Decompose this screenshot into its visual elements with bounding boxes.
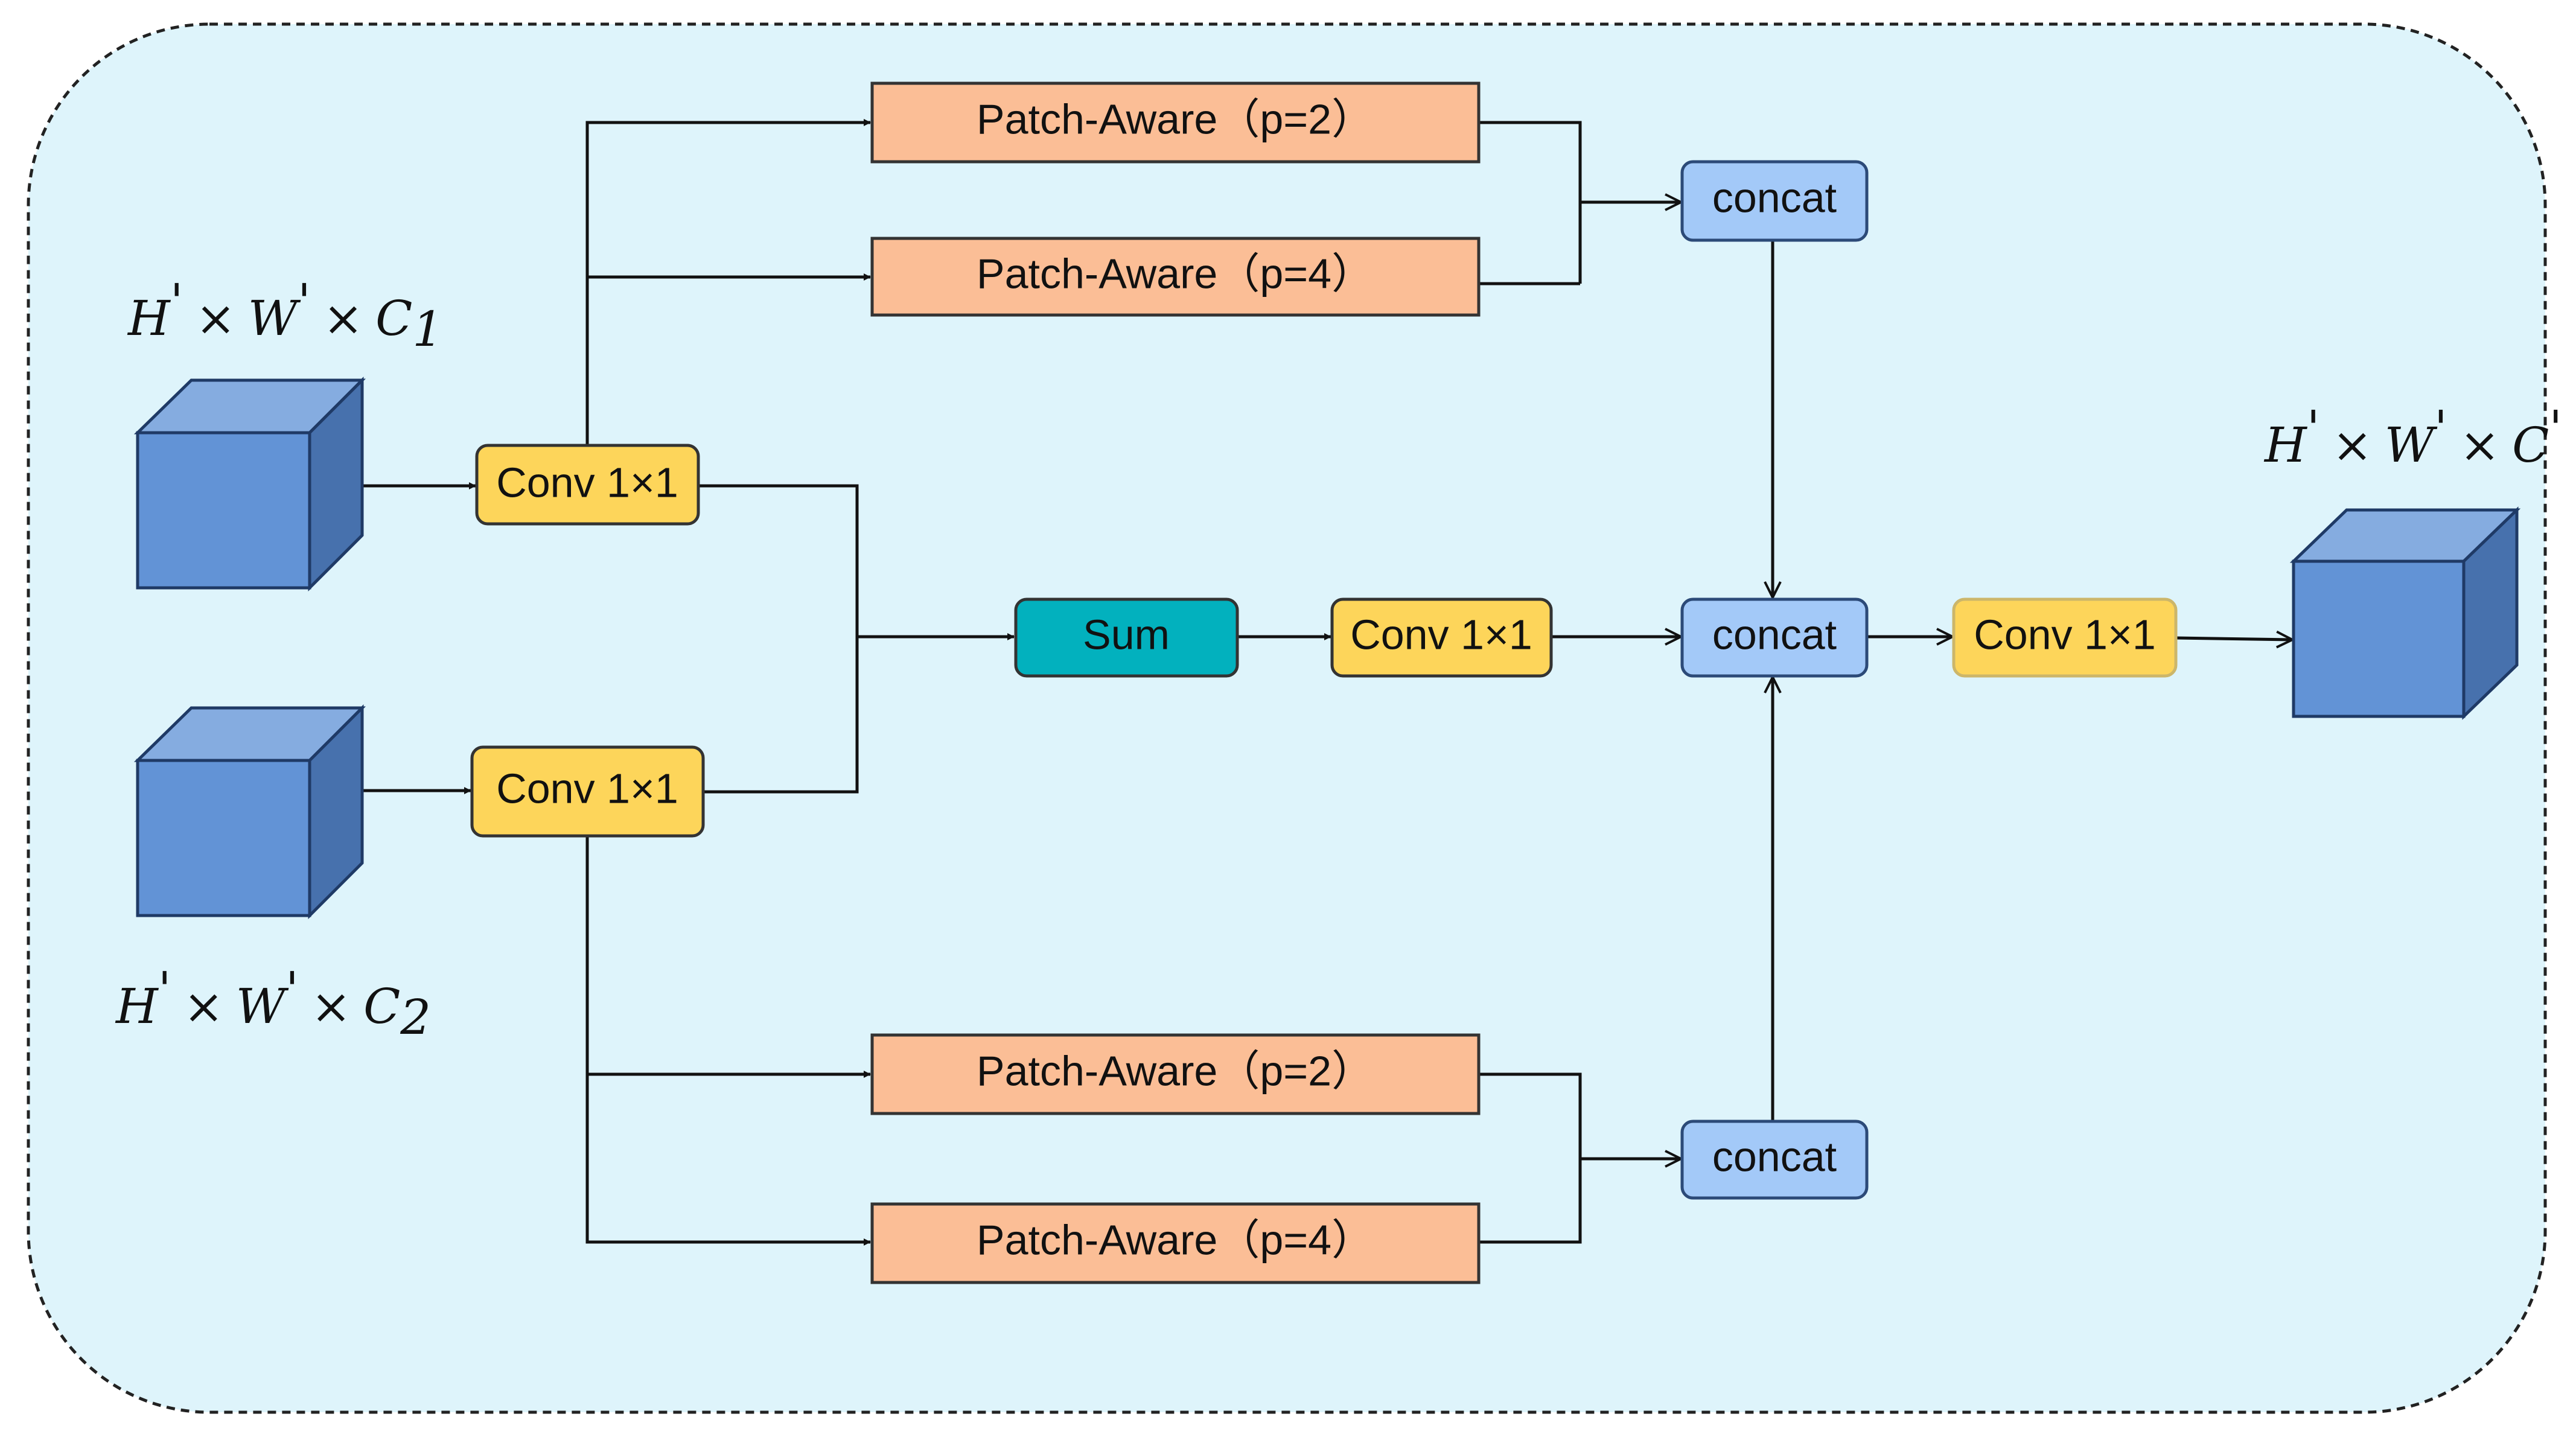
patch-aware-bottom-1-label: Patch-Aware（p=2）: [977, 1047, 1374, 1094]
input2-cube: [133, 704, 366, 920]
conv-mid-label: Conv 1×1: [1350, 611, 1532, 658]
output-cube: [2289, 506, 2521, 720]
concat-bottom-box: concat: [1680, 1120, 1869, 1200]
conv-bottom-label: Conv 1×1: [496, 765, 678, 812]
patch-aware-top-1-label: Patch-Aware（p=2）: [977, 95, 1374, 142]
conv-out-label: Conv 1×1: [1974, 611, 2156, 658]
conv-top-label: Conv 1×1: [496, 459, 678, 506]
concat-bottom-label: concat: [1712, 1133, 1837, 1180]
line-patch-top-1-merge: [1479, 121, 1582, 284]
arrow-conv-out-to-output: [2175, 638, 2292, 640]
module-background: [27, 22, 2547, 1414]
line-conv-top-up: [585, 119, 871, 445]
input2-cube-front: [136, 759, 311, 917]
output-cube-front: [2292, 559, 2466, 718]
patch-aware-top-2-label: Patch-Aware（p=4）: [977, 250, 1374, 297]
sum-label: Sum: [1083, 611, 1170, 658]
connectors: [362, 119, 2292, 1246]
conv-mid-box: Conv 1×1: [1330, 597, 1553, 678]
concat-mid-box: concat: [1680, 597, 1869, 678]
patch-aware-bottom-2: Patch-Aware（p=4）: [870, 1202, 1481, 1284]
concat-top-box: concat: [1680, 160, 1869, 242]
input1-dims-label: H'×W'×C1: [127, 273, 443, 357]
line-conv-bot-down: [585, 836, 871, 1246]
patch-aware-top-1: Patch-Aware（p=2）: [870, 81, 1481, 164]
patch-aware-bottom-1: Patch-Aware（p=2）: [870, 1033, 1481, 1115]
patch-aware-top-2: Patch-Aware（p=4）: [870, 237, 1481, 317]
conv-out-box: Conv 1×1: [1952, 597, 2178, 678]
output-dims-label: H'×W'×C': [2263, 400, 2562, 473]
concat-mid-label: concat: [1712, 611, 1837, 658]
sum-box: Sum: [1014, 597, 1239, 678]
input1-cube: [133, 376, 366, 592]
conv-top-box: Conv 1×1: [475, 444, 700, 526]
input1-cube-front: [136, 431, 311, 590]
conv-bottom-box: Conv 1×1: [470, 745, 705, 838]
input2-dims-label: H'×W'×C2: [115, 961, 431, 1045]
patch-aware-bottom-2-label: Patch-Aware（p=4）: [977, 1216, 1374, 1263]
concat-top-label: concat: [1712, 174, 1837, 221]
